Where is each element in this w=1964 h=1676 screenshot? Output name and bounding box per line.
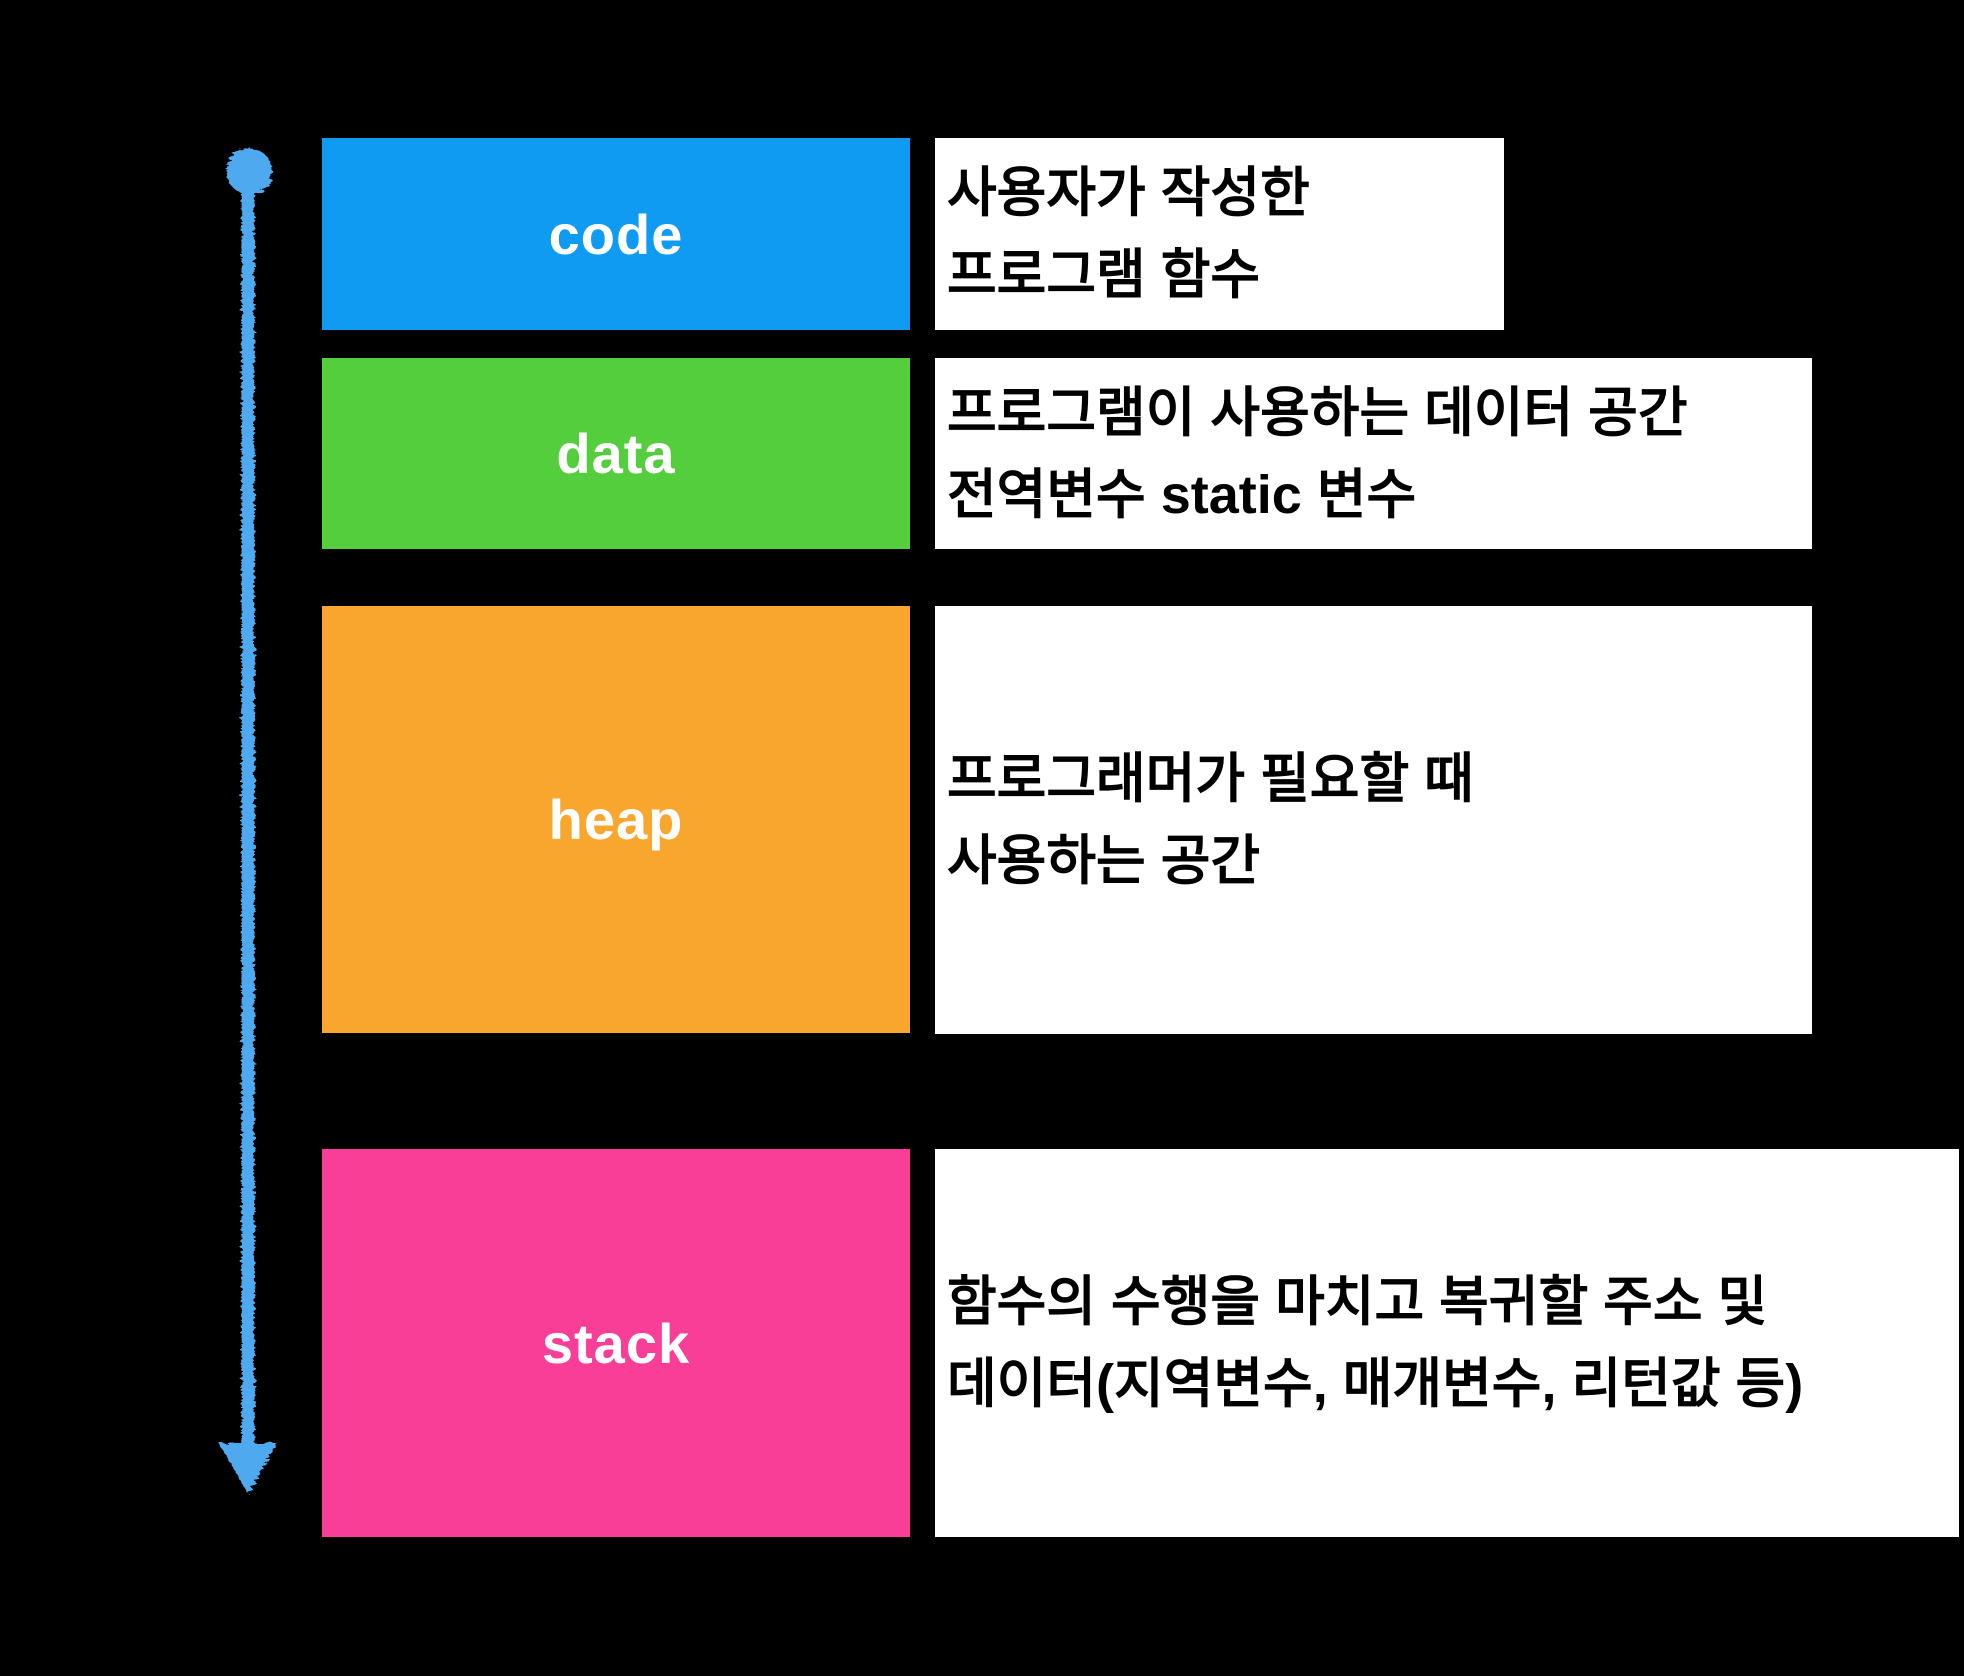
code-segment-label: code — [548, 202, 684, 266]
stack-description-line-2: 데이터(지역변수, 매개변수, 리턴값 등) — [947, 1354, 1804, 1414]
code-description-line-2: 프로그램 함수 — [947, 245, 1261, 305]
data-segment-description-box: 프로그램이 사용하는 데이터 공간 전역변수 static 변수 — [935, 358, 1812, 549]
data-segment-box: data — [322, 358, 910, 549]
code-description-line-1: 사용자가 작성한 — [947, 163, 1310, 223]
code-segment-description-box: 사용자가 작성한 프로그램 함수 — [935, 138, 1504, 330]
stack-segment-label: stack — [541, 1311, 691, 1375]
stack-segment-box: stack — [322, 1149, 910, 1537]
heap-segment-box: heap — [322, 606, 910, 1033]
stack-segment-description-box: 함수의 수행을 마치고 복귀할 주소 및 데이터(지역변수, 매개변수, 리턴값… — [935, 1149, 1959, 1537]
stack-description-line-1: 함수의 수행을 마치고 복귀할 주소 및 — [947, 1272, 1768, 1332]
heap-segment-label: heap — [548, 788, 684, 851]
heap-description-line-2: 사용하는 공간 — [947, 831, 1261, 891]
data-description-line-2: 전역변수 static 변수 — [947, 464, 1417, 525]
data-segment-label: data — [556, 422, 676, 485]
arrow-start-dot-icon — [226, 148, 272, 194]
code-segment-box: code — [322, 138, 910, 330]
data-description-line-1: 프로그램이 사용하는 데이터 공간 — [947, 382, 1688, 443]
heap-segment-description-box: 프로그래머가 필요할 때 사용하는 공간 — [935, 606, 1812, 1034]
heap-description-line-1: 프로그래머가 필요할 때 — [947, 749, 1474, 809]
arrow-head-icon — [219, 1443, 277, 1494]
